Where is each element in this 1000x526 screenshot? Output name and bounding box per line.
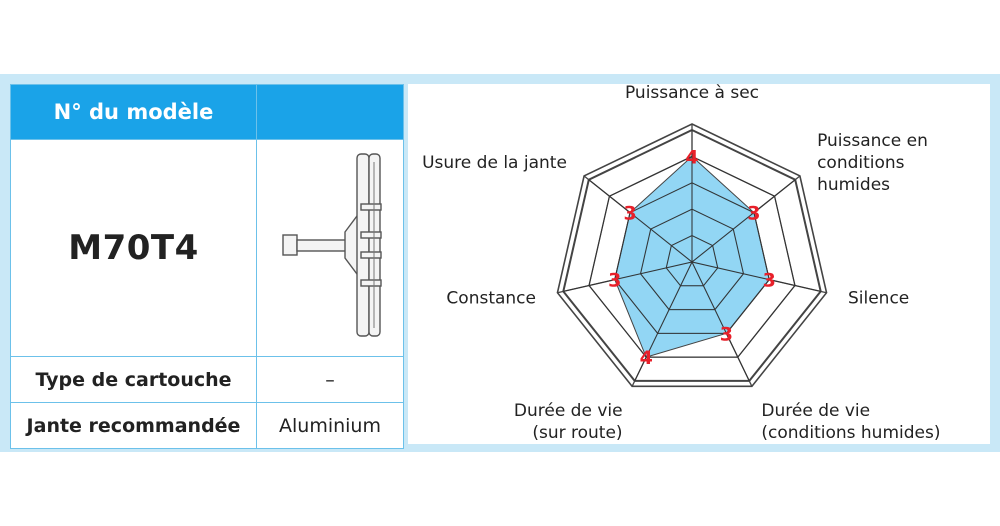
radar-inner-spoke xyxy=(634,261,693,382)
cartridge-type-label: Type de cartouche xyxy=(10,356,257,403)
radar-axis-label: Constance xyxy=(446,289,536,309)
cartridge-type-row: Type de cartouche – xyxy=(10,356,404,403)
recommended-rim-label: Jante recommandée xyxy=(10,402,257,449)
radar-value-label: 3 xyxy=(608,270,621,292)
radar-inner-ring xyxy=(588,155,796,358)
radar-value-label: 3 xyxy=(720,323,733,345)
radar-inner-ring xyxy=(639,208,745,311)
radar-axis-label: Silence xyxy=(848,289,909,309)
radar-series xyxy=(563,130,821,382)
radar-value-label: 3 xyxy=(623,203,636,225)
radar-inner-spoke xyxy=(691,261,750,382)
radar-axis-label: Puissance à sec xyxy=(625,84,759,103)
radar-axis-label: Durée de vie(conditions humides) xyxy=(761,401,940,443)
model-number-header: N° du modèle xyxy=(10,84,257,140)
header-empty-cell xyxy=(256,84,404,140)
radar-value-label: 4 xyxy=(640,347,653,369)
radar-value-label: 3 xyxy=(747,203,760,225)
radar-outer-frame xyxy=(556,123,828,388)
radar-inner-spoke xyxy=(588,179,693,263)
brake-pad-icon xyxy=(282,153,382,337)
radar-inner-ring xyxy=(614,182,770,334)
radar-ring-5 xyxy=(562,128,822,382)
radar-inner-spoke xyxy=(691,261,821,292)
radar-inner-ring xyxy=(665,235,719,287)
model-name: M70T4 xyxy=(10,139,257,357)
product-image-cell xyxy=(256,139,404,357)
recommended-rim-row: Jante recommandée Aluminium xyxy=(10,402,404,449)
radar-inner-spoke xyxy=(691,179,796,263)
radar-value-label: 4 xyxy=(685,146,698,168)
radar-inner-spoke xyxy=(563,261,693,292)
radar-axis-label: Durée de vie(sur route) xyxy=(514,401,623,443)
recommended-rim-value: Aluminium xyxy=(256,402,404,449)
table-header-row: N° du modèle xyxy=(10,84,404,140)
radar-value-labels: 4 3 3 3 4 3 3 xyxy=(608,146,776,369)
cartridge-type-value: – xyxy=(256,356,404,403)
model-row: M70T4 xyxy=(10,139,404,357)
radar-value-label: 3 xyxy=(763,270,776,292)
radar-axis-label: Usure de la jante xyxy=(422,153,567,173)
spec-table: N° du modèle M70T4 Type d xyxy=(10,84,404,449)
